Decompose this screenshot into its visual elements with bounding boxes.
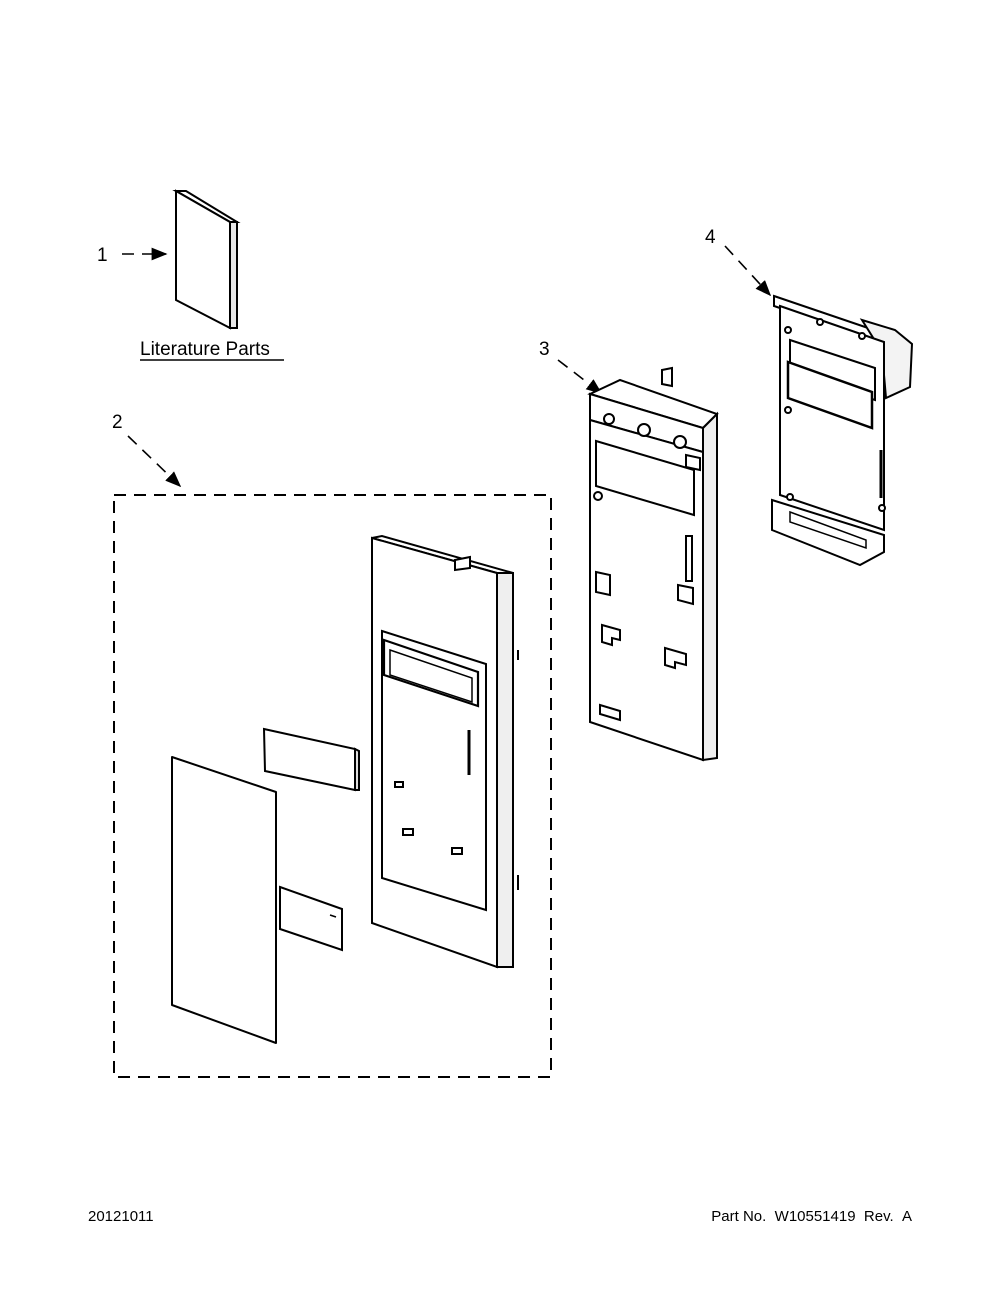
part-no-value: W10551419	[774, 1208, 856, 1225]
literature-parts-label: Literature Parts	[140, 339, 270, 360]
callout-number-4: 4	[705, 227, 716, 248]
membrane-overlay	[171, 756, 277, 1044]
mounting-bracket	[587, 366, 719, 762]
footer-date-code: 20121011	[88, 1208, 154, 1225]
callout-number-2: 2	[112, 412, 123, 433]
callout-arrow-3	[557, 359, 603, 394]
electronic-control-board	[771, 294, 914, 567]
rev-value: A	[901, 1208, 912, 1225]
display-window-insert	[262, 727, 360, 792]
literature-booklet	[172, 189, 241, 330]
rev-label: Rev.	[863, 1208, 894, 1225]
callout-arrow-2	[127, 435, 182, 488]
control-panel-frame	[371, 534, 519, 969]
part-no-label: Part No.	[711, 1208, 767, 1225]
footer-part-number: Part No. W10551419 Rev. A	[711, 1208, 912, 1225]
callout-number-1: 1	[97, 245, 108, 266]
label-plate	[279, 885, 343, 952]
callout-arrow-4	[724, 245, 772, 297]
assembly-dashed-box	[113, 494, 552, 1078]
callout-number-3: 3	[539, 339, 550, 360]
